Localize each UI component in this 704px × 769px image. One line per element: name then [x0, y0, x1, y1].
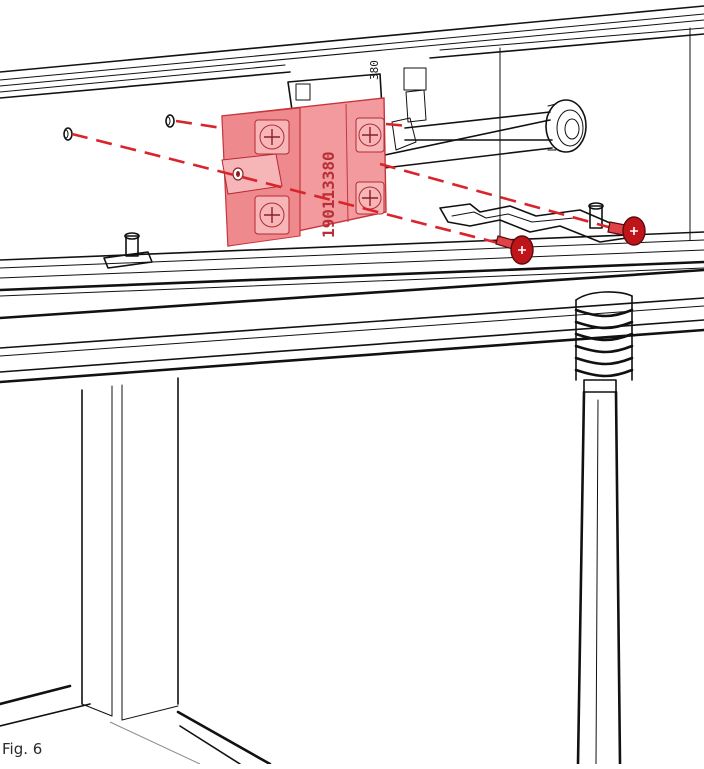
cables: [379, 111, 553, 169]
floor: [0, 684, 272, 766]
terminal-screw-icon: [355, 181, 385, 215]
cable-strain-relief: [574, 291, 634, 766]
assembly-lines: [71, 119, 613, 246]
cable-gland: [545, 99, 587, 153]
stud-left: [103, 232, 153, 269]
part-number: 190113380: [319, 151, 338, 238]
phillips-screw-icon: [607, 216, 646, 246]
top-rail: [0, 5, 704, 99]
left-post: [81, 377, 179, 721]
terminal-screw-icon: [254, 119, 290, 155]
phillips-screw-icon: [495, 235, 534, 265]
stud-right: [588, 202, 604, 229]
terminal-block: 190113380: [221, 97, 387, 247]
svg-text:380: 380: [368, 60, 381, 80]
front-rail: [0, 268, 704, 384]
rail-plate: [439, 203, 641, 243]
terminal-screw-icon: [355, 117, 385, 153]
terminal-screw-icon: [254, 195, 290, 235]
figure-caption: Fig. 6: [2, 740, 43, 758]
